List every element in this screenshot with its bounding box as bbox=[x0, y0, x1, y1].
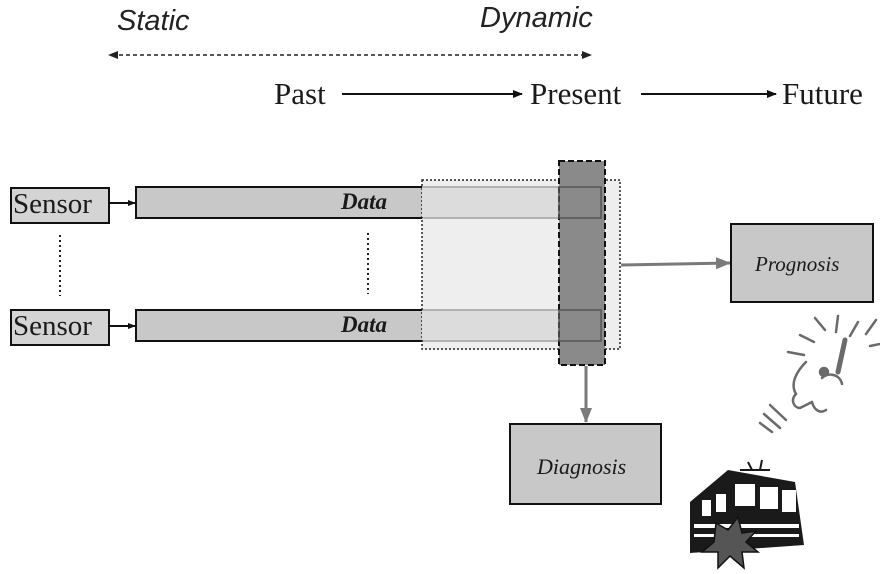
prognosis-box bbox=[730, 223, 874, 303]
timeline-past: Past bbox=[274, 76, 326, 111]
to-prognosis-arrow bbox=[620, 257, 731, 270]
dynamic-label: Dynamic bbox=[480, 2, 593, 34]
thinking-person-icon bbox=[758, 314, 880, 434]
timeline-future: Future bbox=[782, 76, 863, 111]
static-label: Static bbox=[117, 5, 190, 37]
sensor-label-1: Sensor bbox=[13, 188, 92, 220]
diagnosis-label: Diagnosis bbox=[537, 454, 627, 479]
data-bar-1-present bbox=[558, 186, 602, 219]
data-label-2: Data bbox=[341, 312, 387, 337]
prognosis-label: Prognosis bbox=[755, 252, 840, 276]
sensor-box-1 bbox=[10, 187, 110, 224]
diagnosis-box bbox=[509, 423, 662, 505]
sensor-label-2: Sensor bbox=[13, 310, 92, 342]
timeline-present: Present bbox=[530, 76, 622, 111]
train-crash-icon bbox=[690, 459, 804, 570]
data-label-1: Data bbox=[341, 189, 387, 214]
present-moment-column bbox=[558, 160, 606, 366]
data-bar-2-present bbox=[558, 309, 602, 342]
static-dynamic-range-arrow bbox=[108, 51, 592, 59]
sensor-box-2 bbox=[10, 309, 110, 346]
